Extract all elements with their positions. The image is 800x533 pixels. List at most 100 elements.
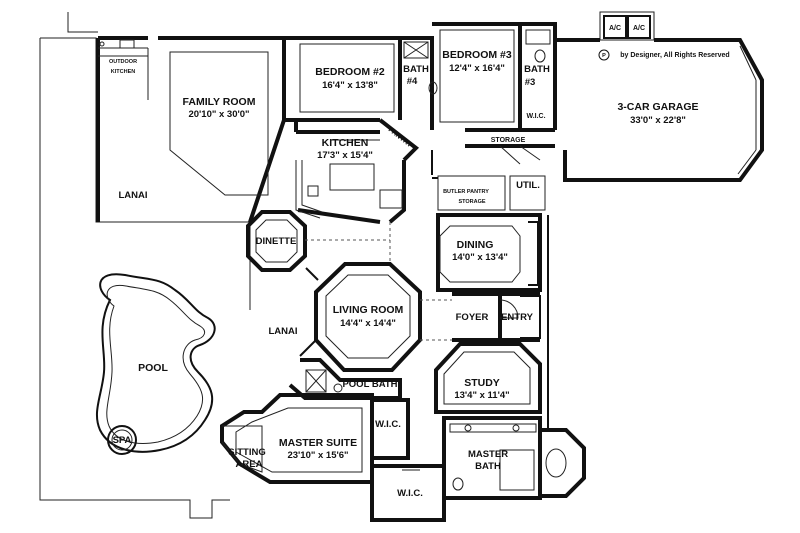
sitting-area-outline [221, 425, 263, 473]
pool-coping [106, 284, 206, 444]
family-room-label: FAMILY ROOM [183, 96, 256, 108]
ac-unit-1 [603, 15, 627, 39]
pool-shape [95, 273, 216, 453]
master-wic2-label: W.I.C. [397, 488, 423, 499]
bedroom2-size: 16'4" x 13'8" [322, 80, 378, 91]
lanai-left-label: LANAI [118, 190, 147, 201]
bath3-toilet [534, 49, 546, 63]
family-room-walls [96, 36, 298, 223]
master-toilet [452, 477, 464, 491]
copyright-circle [598, 49, 610, 61]
kitchen-walls [296, 118, 420, 224]
bath4-label-1: BATH [403, 64, 429, 75]
master-sink-2 [512, 424, 520, 432]
garage-door-1 [739, 45, 757, 81]
lanai-living-wall [299, 267, 319, 357]
kitchen-counters [295, 139, 380, 219]
butler-pantry-label-2: STORAGE [458, 199, 485, 205]
master-wic2-walls [370, 464, 446, 522]
master-bath-bay [540, 428, 586, 498]
storage-label: STORAGE [491, 137, 526, 144]
ac-label-2: A/C [633, 25, 645, 32]
bedroom2-walls [284, 36, 434, 130]
copyright-symbol: P [602, 53, 606, 59]
bath3-wic-label: W.I.C. [526, 113, 545, 120]
master-sink-1 [464, 424, 472, 432]
study-size: 13'4" x 11'4" [454, 390, 509, 401]
outdoor-kitchen-label-1: OUTDOOR [109, 59, 137, 65]
study-walls [434, 342, 542, 414]
bedroom2-inner [299, 43, 395, 113]
study-label: STUDY [464, 377, 500, 389]
garage-walls [555, 38, 764, 182]
butler-pantry [437, 175, 506, 211]
bedroom3-label: BEDROOM #3 [442, 49, 512, 61]
master-suite-label: MASTER SUITE [279, 437, 357, 449]
sitting-area-label-2: AREA [236, 459, 263, 470]
master-suite-size: 23'10" x 15'6" [287, 450, 348, 461]
outdoor-grill [119, 39, 135, 49]
kitchen-cooktop [307, 185, 319, 197]
ac-unit-2 [627, 15, 651, 39]
pool-bath-sink [333, 383, 343, 393]
dining-label: DINING [457, 239, 494, 251]
bedroom3-inner [439, 29, 515, 123]
garage-door-3 [737, 149, 757, 175]
master-suite-inner [235, 407, 363, 473]
util-walls [509, 175, 546, 211]
bath4-fixtures [403, 41, 429, 59]
pool-bath-label: POOL BATH [342, 379, 397, 390]
living-room-size: 14'4" x 14'4" [340, 318, 396, 329]
storage-walls [465, 128, 555, 148]
master-wic1-label: W.I.C. [375, 419, 401, 430]
pool-label: POOL [138, 362, 168, 374]
family-room-size: 20'10" x 30'0" [188, 109, 249, 120]
dinette-inner [255, 219, 298, 263]
dining-inner [439, 225, 521, 283]
bedroom3-walls [430, 22, 557, 130]
storage-shelf [499, 145, 541, 165]
master-bath-label-2: BATH [475, 461, 501, 472]
living-room-label: LIVING ROOM [333, 304, 404, 316]
dinette-label: DINETTE [256, 236, 297, 247]
master-shower [499, 449, 535, 491]
kitchen-size: 17'3" x 15'4" [317, 150, 373, 161]
sitting-area-label-1: SITTING [228, 447, 265, 458]
lanai-center-label: LANAI [268, 326, 297, 337]
outdoor-kitchen-label-2: KITCHEN [111, 69, 135, 75]
entry-columns [520, 295, 541, 339]
dinette-walls [246, 210, 307, 272]
dinette-opening [305, 222, 391, 265]
copyright-text: by Designer, All Rights Reserved [620, 52, 729, 59]
bedroom2-label: BEDROOM #2 [315, 66, 385, 78]
living-room-walls [314, 262, 422, 372]
hall-wall-right [431, 150, 438, 179]
entry-door [499, 299, 519, 319]
hall-opening-left [420, 299, 452, 341]
kitchen-label: KITCHEN [322, 137, 369, 149]
spa-tub [107, 425, 137, 455]
living-room-inner [325, 274, 411, 359]
bath3-label-1: BATH [524, 64, 550, 75]
entry-label: ENTRY [501, 312, 534, 323]
bath3-label-2: #3 [525, 77, 536, 88]
spa-label: SPA [113, 435, 132, 446]
outdoor-sink [99, 41, 105, 47]
lanai-upper-outline [67, 12, 98, 33]
butler-pantry-label-1: BUTLER PANTRY [443, 189, 489, 195]
pool-bath-walls [288, 358, 402, 400]
study-inner [443, 351, 531, 405]
kitchen-island [329, 163, 375, 191]
bath4-toilet [428, 81, 438, 95]
garage-label: 3-CAR GARAGE [617, 101, 698, 113]
pool-bath-shower [305, 369, 327, 393]
family-room-inner-shape [169, 51, 269, 196]
kitchen-fridge [379, 189, 403, 209]
bath4-label-2: #4 [407, 76, 418, 87]
master-tub [545, 448, 567, 478]
master-bath-label-1: MASTER [468, 449, 508, 460]
foyer-walls [452, 292, 540, 342]
util-label: UTIL. [516, 180, 540, 191]
bedroom3-size: 12'4" x 16'4" [449, 63, 505, 74]
